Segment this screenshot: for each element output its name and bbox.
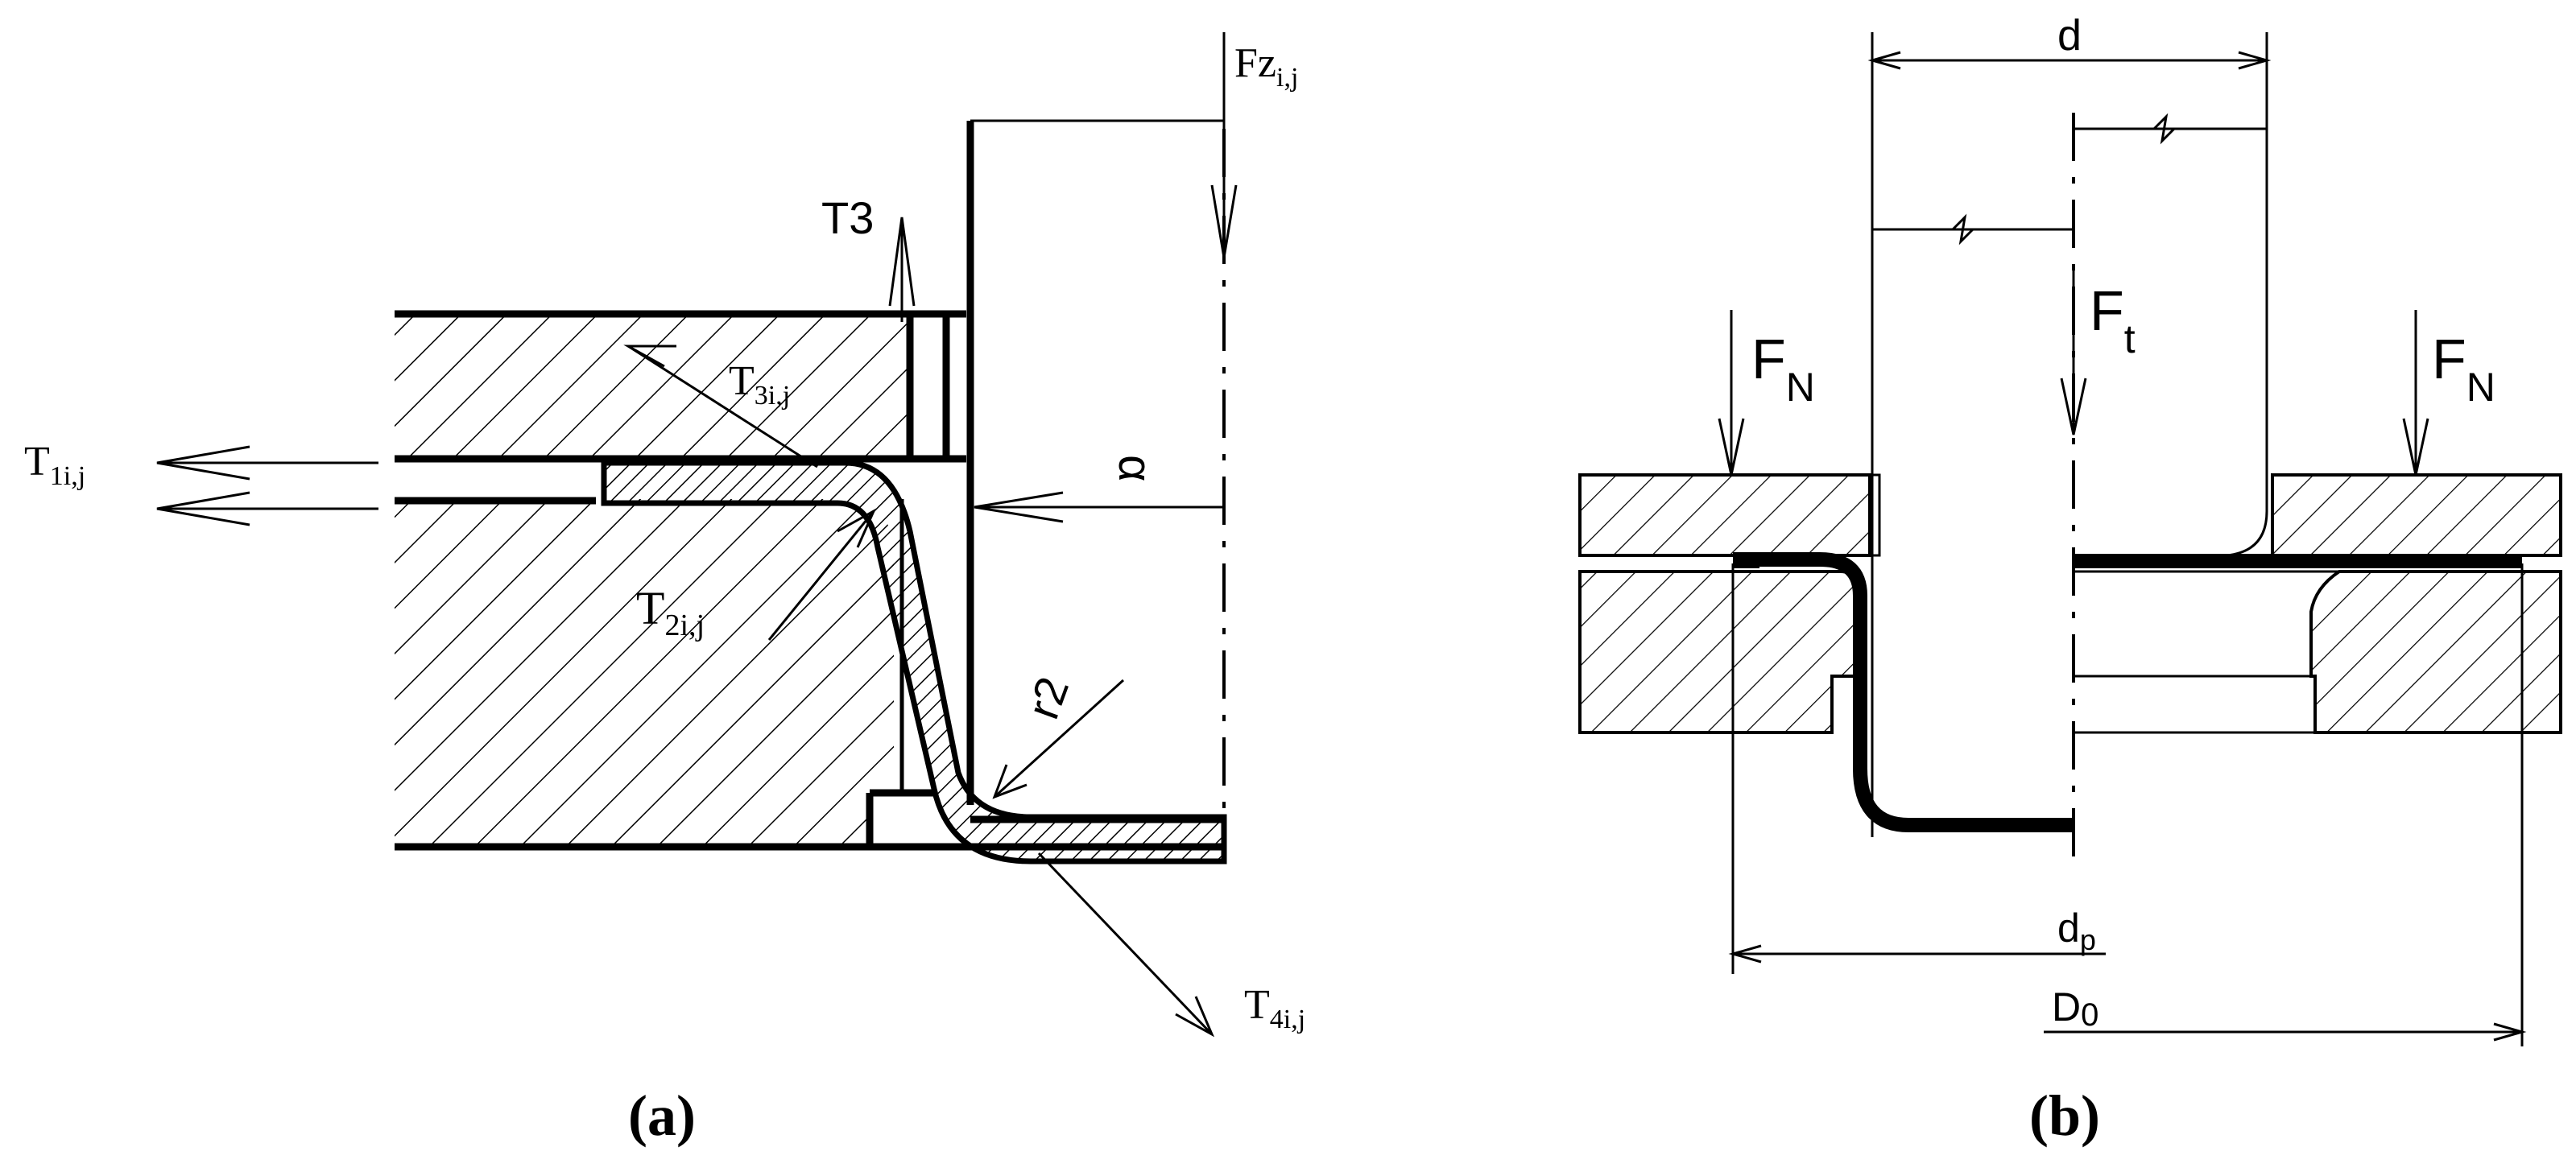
arrow-r2 [992, 679, 1125, 799]
label-d0: D0 [2052, 984, 2098, 1033]
die-b-lower [1578, 570, 2562, 734]
sheet-blank [601, 460, 1227, 865]
panel-a-diagram: Fzi,j T3 T3i,j T1i,j T2i,j T4i,j α r2 (a… [24, 32, 1305, 1148]
caption-a: (a) [628, 1083, 696, 1148]
dimension-d0 [2044, 563, 2527, 1046]
label-t4ij: T4i,j [1244, 982, 1305, 1034]
label-dp: dp [2057, 906, 2096, 956]
arrow-t1ij [156, 445, 378, 526]
punch [966, 119, 1224, 823]
punch-b [1871, 113, 2268, 837]
blank-holder-upper [395, 310, 966, 463]
label-alpha: α [1109, 455, 1161, 482]
label-r2: r2 [1017, 671, 1078, 725]
arrow-fn-left [1718, 310, 1745, 476]
arrow-t3ij [623, 345, 818, 468]
die-lower [395, 497, 1224, 851]
panel-b-diagram: d Ft FN FN dp D0 (b) [1578, 11, 2562, 1148]
arrow-t3 [888, 217, 916, 322]
label-ft: Ft [2090, 279, 2136, 361]
label-t1ij: T1i,j [24, 439, 85, 491]
label-fn-right: FN [2432, 328, 2495, 410]
arrow-ft [2060, 270, 2087, 435]
label-d: d [2057, 11, 2082, 60]
label-t2ij: T2i,j [636, 582, 705, 642]
arrow-alpha [974, 491, 1224, 523]
label-fn-left: FN [1751, 328, 1815, 410]
dimension-dp [1728, 563, 2106, 974]
caption-b: (b) [2029, 1083, 2100, 1148]
blank-holder-b-upper [1578, 473, 2562, 557]
arrow-t4ij [1037, 852, 1215, 1038]
label-t3ij: T3i,j [729, 358, 790, 411]
label-fz: Fzi,j [1234, 40, 1298, 93]
arrow-fn-right [2402, 310, 2429, 476]
label-t3: T3 [821, 192, 874, 243]
arrow-fz [1210, 32, 1238, 258]
arrow-t2ij [767, 508, 877, 641]
dimension-d [1867, 32, 2272, 229]
sheet-b [1733, 552, 2522, 832]
